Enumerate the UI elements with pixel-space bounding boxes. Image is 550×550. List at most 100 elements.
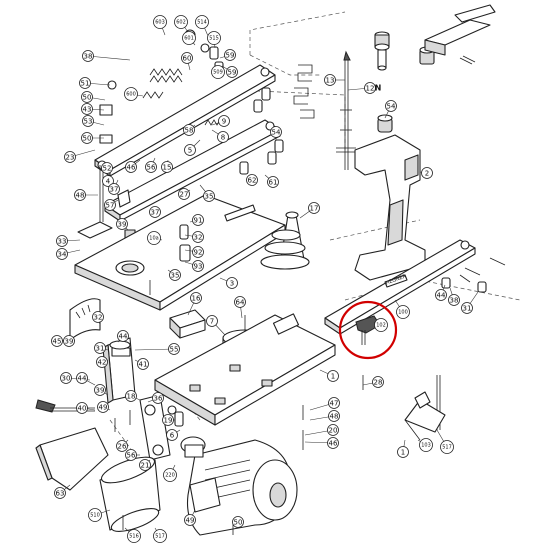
callout-28: 28 xyxy=(362,376,384,388)
callout-label: 44 xyxy=(437,292,446,300)
callout-bubble xyxy=(125,449,137,461)
callout-label: 1 xyxy=(401,449,405,457)
highlight-circle-102 xyxy=(338,300,398,360)
chip-chute xyxy=(35,427,109,491)
c-frame xyxy=(354,134,426,281)
callout-91: 91 xyxy=(189,214,204,226)
callout-bubble xyxy=(183,124,195,136)
callout-602: 602 xyxy=(174,15,189,33)
callout-39: 39 xyxy=(63,335,76,347)
callout-1: 1 xyxy=(319,369,339,382)
callout-label: 9 xyxy=(222,118,226,126)
callout-label: 47 xyxy=(330,400,339,408)
rubber-boot xyxy=(260,211,310,270)
callout-10a: 10a xyxy=(147,231,163,245)
callout-bubble xyxy=(270,126,282,138)
callout-47: 47 xyxy=(309,397,340,411)
callout-label: 35 xyxy=(171,272,180,280)
callout-56: 56 xyxy=(125,449,140,461)
callout-label: 103 xyxy=(421,443,431,449)
callout-bubble xyxy=(328,397,340,409)
callout-bubble xyxy=(396,305,410,319)
callout-bubble xyxy=(327,370,339,382)
callout-38: 38 xyxy=(448,287,460,306)
callout-label: 40 xyxy=(78,405,87,413)
callout-bubble xyxy=(385,100,397,112)
callout-label: 23 xyxy=(66,154,75,162)
callout-39: 39 xyxy=(116,218,129,231)
callout-50: 50 xyxy=(81,91,106,103)
callout-bubble xyxy=(152,392,164,404)
callout-27: 27 xyxy=(178,188,191,200)
callout-bubble xyxy=(169,269,181,281)
callout-bubble xyxy=(139,459,151,471)
callout-label: 56 xyxy=(127,452,136,460)
callout-2: 2 xyxy=(419,167,433,179)
base-plate xyxy=(154,313,336,426)
callout-bubble xyxy=(163,468,177,482)
callout-bubble xyxy=(327,437,339,449)
callout-50: 50 xyxy=(81,132,104,144)
callout-bubble xyxy=(419,438,433,452)
callout-label: 8 xyxy=(221,134,225,142)
callout-bubble xyxy=(364,82,376,94)
callout-label: 16 xyxy=(192,295,201,303)
callout-bubble xyxy=(96,356,108,368)
callout-label: 45 xyxy=(53,338,62,346)
callout-label: 31 xyxy=(96,345,105,353)
callout-bubble xyxy=(328,410,340,422)
callout-517: 517 xyxy=(436,429,454,454)
callout-label: 514 xyxy=(197,20,207,26)
callout-label: 38 xyxy=(450,297,459,305)
callout-bubble xyxy=(124,87,138,101)
callout-42: 42 xyxy=(96,356,109,368)
callout-600: 600 xyxy=(124,87,144,101)
callout-label: 46 xyxy=(127,164,136,172)
callout-517: 517 xyxy=(153,527,167,543)
callout-label: 516 xyxy=(129,534,139,540)
callout-bubble xyxy=(232,516,244,528)
callout-bubble xyxy=(117,330,129,342)
callout-bubble xyxy=(324,74,336,86)
callout-label: 48 xyxy=(76,192,85,200)
callout-6: 6 xyxy=(166,429,181,441)
callout-38: 38 xyxy=(82,50,131,62)
callout-bubble xyxy=(226,66,238,78)
callout-40: 40 xyxy=(76,402,96,414)
callout-label: 41 xyxy=(139,361,148,369)
callout-label: 39 xyxy=(118,221,127,229)
callout-510: 510 xyxy=(88,508,111,522)
callout-label: 51 xyxy=(81,80,90,88)
callout-label: 601 xyxy=(184,36,194,42)
right-arm: HEGNER xyxy=(324,239,476,335)
callout-509: 509 xyxy=(211,65,225,79)
callout-bubble xyxy=(374,318,388,332)
callout-3: 3 xyxy=(219,277,238,289)
callout-label: 3 xyxy=(230,280,234,288)
callout-bubble xyxy=(218,115,230,127)
callout-bubble xyxy=(184,144,196,156)
callout-label: 54 xyxy=(272,129,281,137)
axis-letter: N xyxy=(375,84,382,93)
motor xyxy=(180,436,298,536)
callout-48: 48 xyxy=(74,189,98,201)
callout-label: 91 xyxy=(194,217,203,225)
stand-517 xyxy=(404,375,446,441)
callout-label: 100 xyxy=(398,310,408,316)
callout-603: 603 xyxy=(153,15,167,36)
callout-bubble xyxy=(116,440,128,452)
callout-bubble xyxy=(461,302,473,314)
callout-bubble xyxy=(101,162,113,174)
callout-bubble xyxy=(184,514,196,526)
callout-8: 8 xyxy=(211,129,229,143)
callout-label: 37 xyxy=(151,209,160,217)
callout-label: 7 xyxy=(210,318,214,326)
callout-103: 103 xyxy=(417,438,433,452)
callout-35: 35 xyxy=(199,184,215,202)
callout-bubble xyxy=(195,15,209,29)
callout-93: 93 xyxy=(184,260,204,272)
callout-12: 12 xyxy=(347,82,376,94)
callout-59: 59 xyxy=(219,49,236,61)
callout-601: 601 xyxy=(182,31,196,46)
